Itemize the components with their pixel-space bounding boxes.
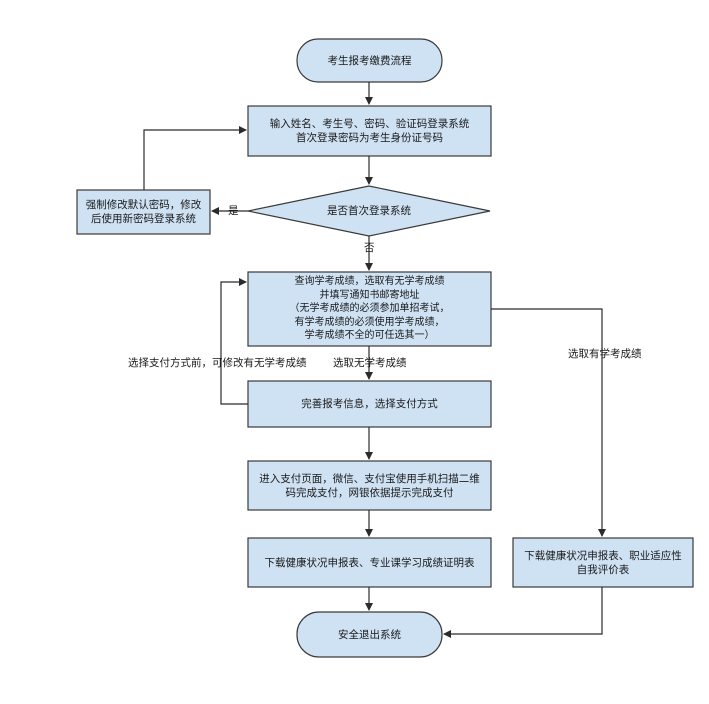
decision-text: 是否首次登录系统 (327, 205, 411, 217)
payment-shape (247, 460, 492, 511)
arrow-has-scores (491, 308, 606, 537)
query-line5: 学考成绩不全的可任选其一） (304, 330, 435, 342)
download-left-node: 下载健康状况申报表、专业课学习成绩证明表 (248, 538, 491, 587)
start-node: 考生报考缴费流程 (297, 39, 442, 82)
query-line4: 有学考成绩的必须使用学考成绩， (294, 316, 445, 328)
query-scores-node: 查询学考成绩，选取有无学考成绩 并填写通知书邮寄地址 （无学考成绩的必须参加单招… (248, 272, 491, 346)
start-text: 考生报考缴费流程 (327, 54, 412, 67)
download-left-shape (247, 537, 492, 588)
login-line2: 首次登录密码为考生身份证号码 (296, 132, 443, 144)
force-change-pw-node: 强制修改默认密码，修改 后使用新密码登录系统 (77, 190, 210, 234)
end-terminal-shape (296, 611, 443, 658)
no-scores-label: 选取无学考成绩 (333, 357, 407, 369)
before-payment-label: 选择支付方式前，可修改有无学考成绩 (128, 357, 307, 369)
arrow-right-to-end (443, 587, 603, 638)
first-login-decision-node: 是否首次登录系统 (280, 196, 458, 226)
download-left-text: 下载健康状况申报表、专业课学习成绩证明表 (264, 556, 475, 569)
download-right-shape (512, 537, 694, 588)
end-text: 安全退出系统 (338, 628, 401, 641)
login-line1: 输入姓名、考生号、密码、验证码登录系统 (269, 118, 470, 130)
yes-label: 是 (228, 205, 239, 217)
force-change-line1: 强制修改默认密码，修改 (85, 199, 202, 211)
arrow-force-change-to-login (143, 126, 247, 190)
query-scores-shape (247, 271, 492, 347)
payment-line1: 进入支付页面，微信、支付宝使用手机扫描二维 (259, 472, 480, 485)
query-line2: 并填写通知书邮寄地址 (319, 289, 420, 301)
no-label: 否 (364, 242, 375, 254)
query-line1: 查询学考成绩，选取有无学考成绩 (294, 276, 445, 288)
complete-info-node: 完善报考信息，选择支付方式 (248, 381, 491, 427)
login-node: 输入姓名、考生号、密码、验证码登录系统 首次登录密码为考生身份证号码 (248, 106, 491, 156)
query-line3: （无学考成绩的必须参加单招考试， (289, 303, 450, 315)
force-change-line2: 后使用新密码登录系统 (91, 213, 196, 225)
download-right-line2: 自我评价表 (576, 563, 630, 576)
has-scores-label: 选取有学考成绩 (568, 348, 642, 360)
login-process-shape (247, 105, 492, 157)
end-node: 安全退出系统 (297, 612, 442, 657)
complete-info-text: 完善报考信息，选择支付方式 (301, 398, 438, 410)
download-right-node: 下载健康状况申报表、职业适应性 自我评价表 (513, 538, 693, 587)
arrow-modify-loop (220, 278, 248, 405)
first-login-decision-shape (247, 185, 491, 237)
payment-node: 进入支付页面，微信、支付宝使用手机扫描二维 码完成支付，网银依据提示完成支付 (248, 461, 491, 510)
download-right-line1: 下载健康状况申报表、职业适应性 (524, 549, 682, 562)
payment-line2: 码完成支付，网银依据提示完成支付 (285, 486, 454, 499)
